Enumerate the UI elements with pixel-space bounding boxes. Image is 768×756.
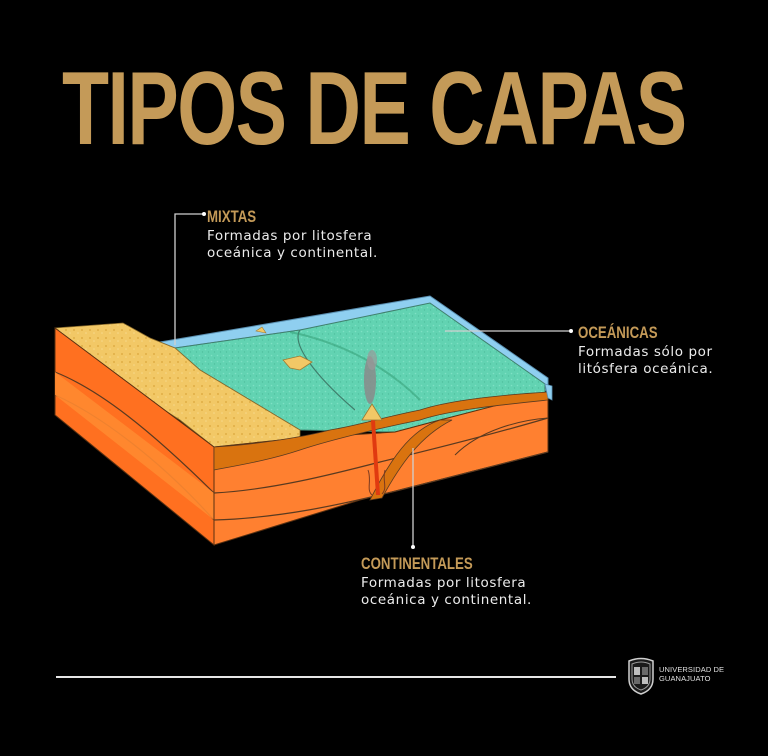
label-continentales: CONTINENTALES Formadas por litosfera oce…: [361, 555, 532, 609]
island: [282, 355, 313, 371]
volcano-conduit: [370, 406, 380, 495]
label-oceanicas: OCEÁNICAS Formadas sólo por litósfera oc…: [578, 324, 713, 378]
label-oceanicas-description: Formadas sólo por litósfera oceánica.: [578, 344, 714, 377]
university-name: UNIVERSIDAD DE GUANAJUATO: [659, 665, 725, 683]
label-mixtas-description: Formadas por litosfera oceánica y contin…: [207, 228, 378, 261]
volcano: [361, 403, 383, 421]
label-oceanicas-heading: OCEÁNICAS: [578, 323, 658, 342]
footer-divider: [56, 676, 616, 678]
label-continentales-heading: CONTINENTALES: [361, 554, 473, 573]
label-continentales-description: Formadas por litosfera oceánica y contin…: [361, 575, 532, 608]
label-mixtas: MIXTAS Formadas por litosfera oceánica y…: [207, 208, 378, 262]
label-mixtas-heading: MIXTAS: [207, 207, 257, 226]
coat-of-arms-icon: [628, 657, 654, 695]
leader-line-mixtas: [174, 213, 203, 345]
university-logo: UNIVERSIDAD DE GUANAJUATO: [626, 656, 736, 696]
